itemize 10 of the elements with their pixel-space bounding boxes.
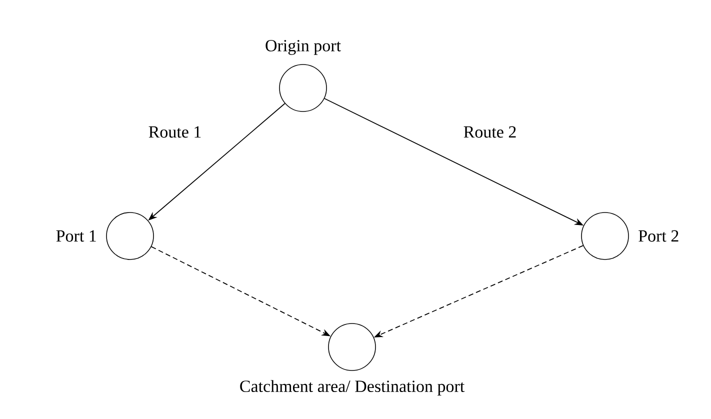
port-circle <box>279 64 327 112</box>
port-label: Origin port <box>266 40 341 55</box>
port-circle <box>328 323 376 371</box>
port-circle <box>106 212 154 260</box>
edge-label: Route 2 <box>462 125 518 139</box>
port-label: Port 2 <box>638 230 678 242</box>
port-label: Port 1 <box>56 230 96 242</box>
edge-label: Route 1 <box>147 125 203 139</box>
port-label: Catchment area/ Destination port <box>240 380 465 396</box>
port-circle <box>581 212 629 260</box>
